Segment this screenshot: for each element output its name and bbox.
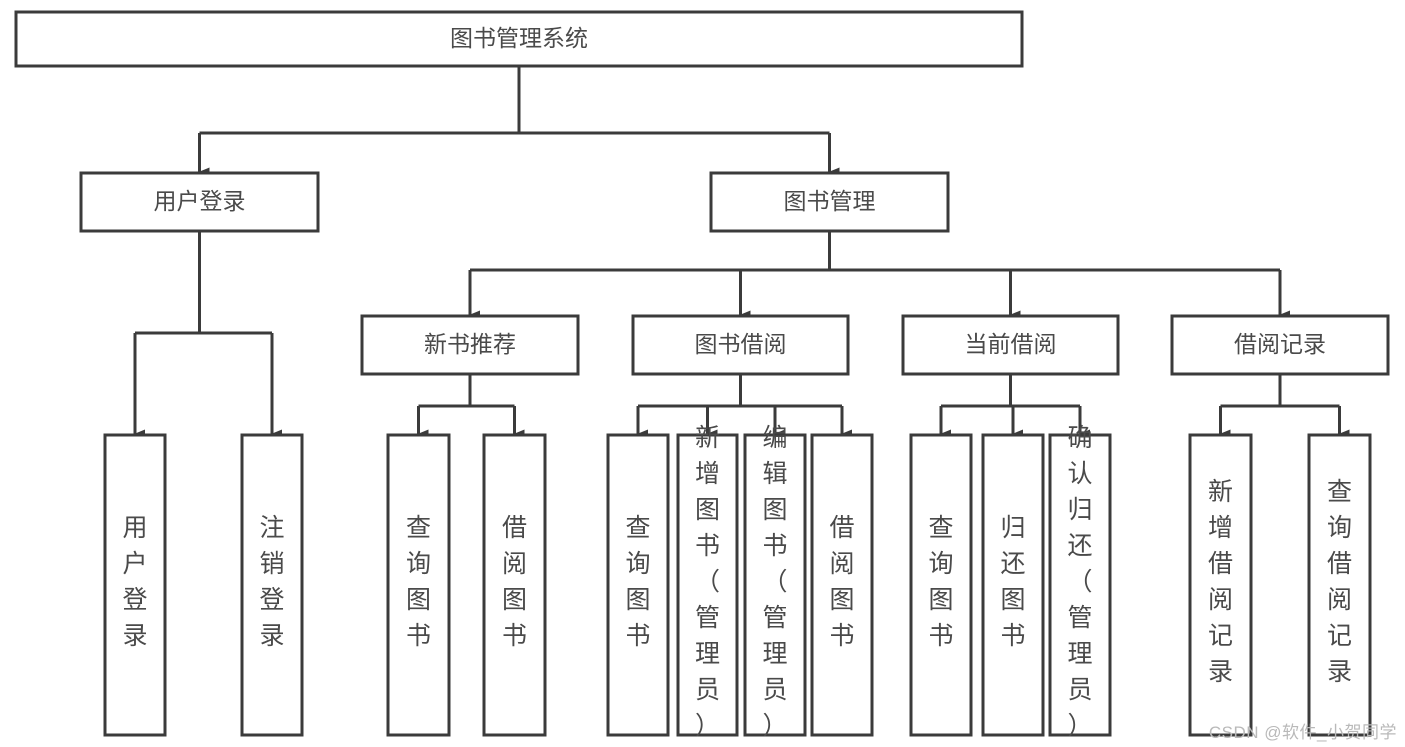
node-boxes: 图书管理系统用户登录图书管理新书推荐图书借阅当前借阅借阅记录用户登录注销登录查询… bbox=[14, 10, 1390, 740]
node-leaf-8-label: 查询图书 bbox=[928, 514, 953, 650]
node-leaf-9[interactable]: 归还图书 bbox=[981, 433, 1045, 737]
node-leaf-11-label: 新增借阅记录 bbox=[1208, 478, 1233, 686]
node-leaf-1-rect[interactable] bbox=[240, 433, 304, 737]
node-level3-0-label: 新书推荐 bbox=[424, 331, 516, 357]
node-leaf-4[interactable]: 查询图书 bbox=[606, 433, 670, 737]
node-level3-1[interactable]: 图书借阅 bbox=[631, 314, 850, 376]
node-level2-0-label: 用户登录 bbox=[154, 188, 246, 214]
node-leaf-0-rect[interactable] bbox=[103, 433, 167, 737]
node-level3-0[interactable]: 新书推荐 bbox=[360, 314, 580, 376]
node-leaf-2[interactable]: 查询图书 bbox=[386, 433, 451, 737]
node-leaf-5-rect[interactable] bbox=[676, 433, 739, 737]
node-leaf-4-label: 查询图书 bbox=[625, 514, 650, 650]
node-leaf-10-rect[interactable] bbox=[1048, 433, 1112, 737]
node-level3-1-rect[interactable] bbox=[631, 314, 850, 376]
node-leaf-2-label: 查询图书 bbox=[406, 514, 431, 650]
node-root-label: 图书管理系统 bbox=[450, 25, 588, 51]
node-leaf-3[interactable]: 借阅图书 bbox=[482, 433, 547, 737]
node-level3-1-label: 图书借阅 bbox=[695, 331, 787, 357]
node-leaf-11-rect[interactable] bbox=[1188, 433, 1253, 737]
node-leaf-0[interactable]: 用户登录 bbox=[103, 433, 167, 737]
node-leaf-6-label: 编辑图书（管理员） bbox=[762, 424, 787, 740]
node-level3-3-rect[interactable] bbox=[1170, 314, 1390, 376]
node-leaf-6[interactable]: 编辑图书（管理员） bbox=[743, 424, 807, 740]
node-leaf-9-label: 归还图书 bbox=[1000, 514, 1025, 650]
node-level2-1[interactable]: 图书管理 bbox=[709, 171, 950, 233]
node-level3-2-rect[interactable] bbox=[901, 314, 1120, 376]
node-leaf-7[interactable]: 借阅图书 bbox=[810, 433, 874, 737]
node-leaf-8-rect[interactable] bbox=[909, 433, 973, 737]
node-leaf-3-rect[interactable] bbox=[482, 433, 547, 737]
node-root[interactable]: 图书管理系统 bbox=[14, 10, 1024, 68]
node-leaf-7-label: 借阅图书 bbox=[829, 514, 854, 650]
node-leaf-3-label: 借阅图书 bbox=[502, 514, 527, 650]
node-root-rect[interactable] bbox=[14, 10, 1024, 68]
node-leaf-10-label: 确认归还（管理员） bbox=[1067, 424, 1092, 740]
node-leaf-6-rect[interactable] bbox=[743, 433, 807, 737]
node-level3-2-label: 当前借阅 bbox=[965, 331, 1057, 357]
node-leaf-1[interactable]: 注销登录 bbox=[240, 433, 304, 737]
node-leaf-9-rect[interactable] bbox=[981, 433, 1045, 737]
node-level3-3[interactable]: 借阅记录 bbox=[1170, 314, 1390, 376]
node-level3-0-rect[interactable] bbox=[360, 314, 580, 376]
node-level2-1-rect[interactable] bbox=[709, 171, 950, 233]
node-leaf-5[interactable]: 新增图书（管理员） bbox=[676, 424, 739, 740]
node-leaf-12-rect[interactable] bbox=[1307, 433, 1372, 737]
node-leaf-8[interactable]: 查询图书 bbox=[909, 433, 973, 737]
node-leaf-1-label: 注销登录 bbox=[259, 514, 284, 650]
node-level3-2[interactable]: 当前借阅 bbox=[901, 314, 1120, 376]
node-leaf-11[interactable]: 新增借阅记录 bbox=[1188, 433, 1253, 737]
node-level3-3-label: 借阅记录 bbox=[1234, 331, 1326, 357]
node-level2-1-label: 图书管理 bbox=[784, 188, 876, 214]
node-leaf-12[interactable]: 查询借阅记录 bbox=[1307, 433, 1372, 737]
node-leaf-12-label: 查询借阅记录 bbox=[1327, 478, 1352, 686]
node-leaf-5-label: 新增图书（管理员） bbox=[695, 424, 720, 740]
node-leaf-4-rect[interactable] bbox=[606, 433, 670, 737]
node-leaf-0-label: 用户登录 bbox=[122, 514, 147, 650]
node-level2-0-rect[interactable] bbox=[79, 171, 320, 233]
node-level2-0[interactable]: 用户登录 bbox=[79, 171, 320, 233]
connector-edges bbox=[133, 66, 1350, 439]
node-leaf-7-rect[interactable] bbox=[810, 433, 874, 737]
node-leaf-10[interactable]: 确认归还（管理员） bbox=[1048, 424, 1112, 740]
node-leaf-2-rect[interactable] bbox=[386, 433, 451, 737]
